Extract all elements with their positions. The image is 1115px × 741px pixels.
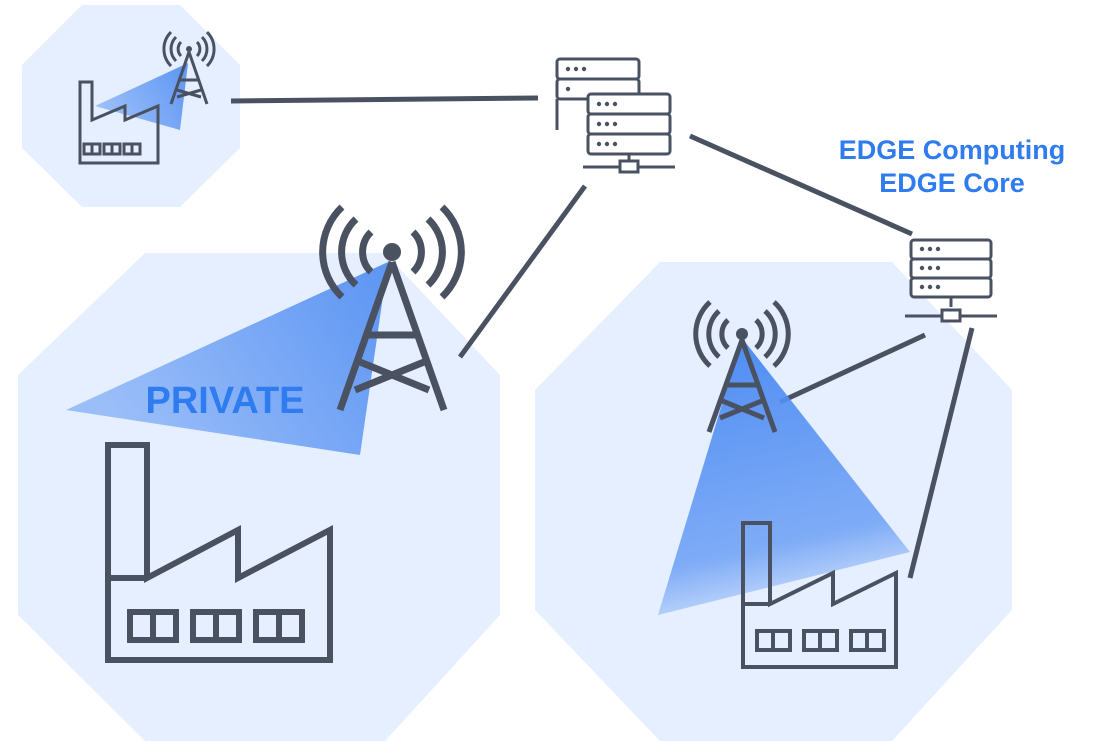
- network-links: [230, 95, 975, 579]
- factory-icon-edge: [741, 521, 898, 669]
- link-edge-to-edge-factory: [907, 327, 975, 579]
- cell-tower-icon-private: [319, 204, 465, 412]
- cell-tower-icon-small: [162, 30, 216, 105]
- zone-private-site: [18, 253, 500, 741]
- link-core-to-private-tower: [457, 184, 588, 359]
- edge-core-label: EDGE Core: [879, 168, 1025, 198]
- coverage-beam-small: [95, 63, 188, 130]
- coverage-beam-private: [66, 262, 388, 455]
- factory-icon-small: [78, 80, 160, 165]
- edge-server-icon: [905, 238, 997, 323]
- factory-icon-private: [105, 442, 333, 663]
- core-server-icon: [555, 57, 675, 174]
- coverage-beam-edge: [658, 338, 910, 615]
- edge-computing-label: EDGE Computing: [839, 135, 1065, 165]
- link-small-site-to-core: [230, 95, 539, 104]
- private-label: PRIVATE: [145, 380, 304, 422]
- link-edge-to-edge-tower: [778, 332, 927, 405]
- cell-tower-icon-edge: [693, 300, 791, 433]
- link-core-to-edge: [688, 133, 914, 237]
